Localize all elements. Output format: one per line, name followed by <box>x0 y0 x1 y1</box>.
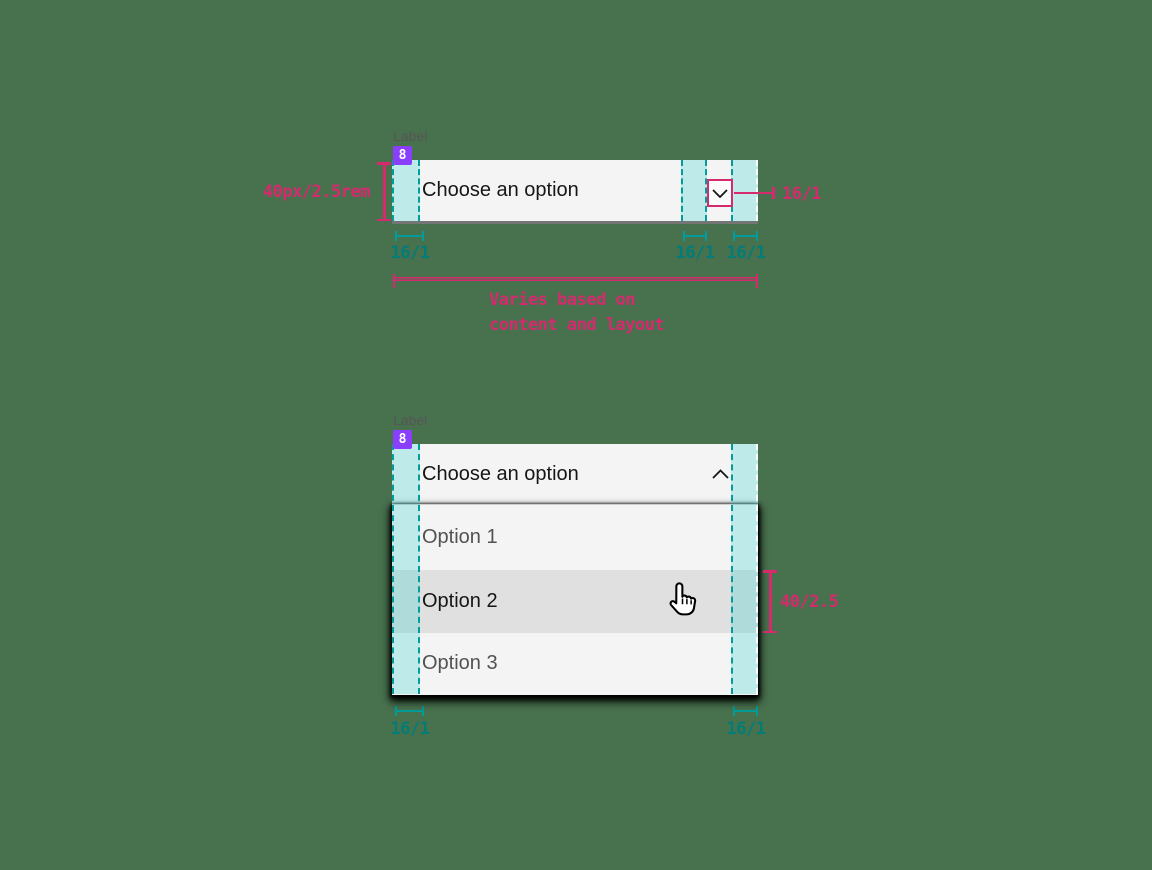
spacing-measure-left-open <box>395 706 424 716</box>
width-measure <box>393 274 758 288</box>
spacing-overlay-inner <box>681 160 707 221</box>
width-annotation-line1: Varies based on <box>489 290 636 310</box>
spacing-token-badge-open: 8 <box>393 430 412 449</box>
chevron-down-icon[interactable] <box>712 188 728 198</box>
dropdown-label-open: Label <box>393 412 428 428</box>
spacing-overlay-left <box>392 160 420 221</box>
callout-line <box>734 192 774 194</box>
dropdown-value-open: Choose an option <box>422 463 579 485</box>
option-label: Option 2 <box>422 590 498 612</box>
spacing-token-badge: 8 <box>393 146 412 165</box>
row-height-measure <box>763 570 777 633</box>
menu-option-3[interactable]: Option 3 <box>392 633 758 694</box>
chevron-up-icon[interactable] <box>712 469 729 479</box>
spacing-measure-left <box>395 231 424 241</box>
spacing-measure-right-open <box>733 706 758 716</box>
height-annotation: 40px/2.5rem <box>262 182 371 202</box>
spacing-annotation-right-open: 16/1 <box>726 719 766 739</box>
spacing-overlay-left-open <box>392 444 420 694</box>
menu-option-1[interactable]: Option 1 <box>392 505 758 570</box>
dropdown-value: Choose an option <box>422 179 579 201</box>
spacing-annotation-right: 16/1 <box>726 243 766 263</box>
row-height-annotation: 40/2.5 <box>780 592 839 612</box>
spacing-measure-right <box>733 231 758 241</box>
dropdown-field-open[interactable]: Choose an option <box>392 444 758 504</box>
spacing-annotation-left-open: 16/1 <box>390 719 430 739</box>
menu-option-2-highlighted[interactable]: Option 2 <box>392 570 758 633</box>
spacing-overlay-right-open <box>731 444 758 694</box>
callout-endbar <box>772 187 775 199</box>
option-label: Option 1 <box>422 526 498 548</box>
hand-pointer-cursor <box>664 582 698 624</box>
spacing-annotation-left: 16/1 <box>390 243 430 263</box>
height-measure <box>377 162 391 221</box>
option-label: Option 3 <box>422 652 498 674</box>
chevron-annotation-box <box>707 179 733 207</box>
spacing-overlay-right <box>731 160 758 221</box>
spacing-measure-inner <box>683 231 707 241</box>
width-annotation: Varies based on content and layout <box>489 288 665 338</box>
dropdown-label: Label <box>393 128 428 144</box>
spacing-annotation-inner: 16/1 <box>675 243 715 263</box>
dropdown-field-closed[interactable]: Choose an option <box>392 160 758 224</box>
width-annotation-line2: content and layout <box>489 315 665 335</box>
dropdown-menu: Option 1 Option 2 Option 3 <box>392 504 758 695</box>
chevron-spacing-annotation: 16/1 <box>782 184 821 204</box>
